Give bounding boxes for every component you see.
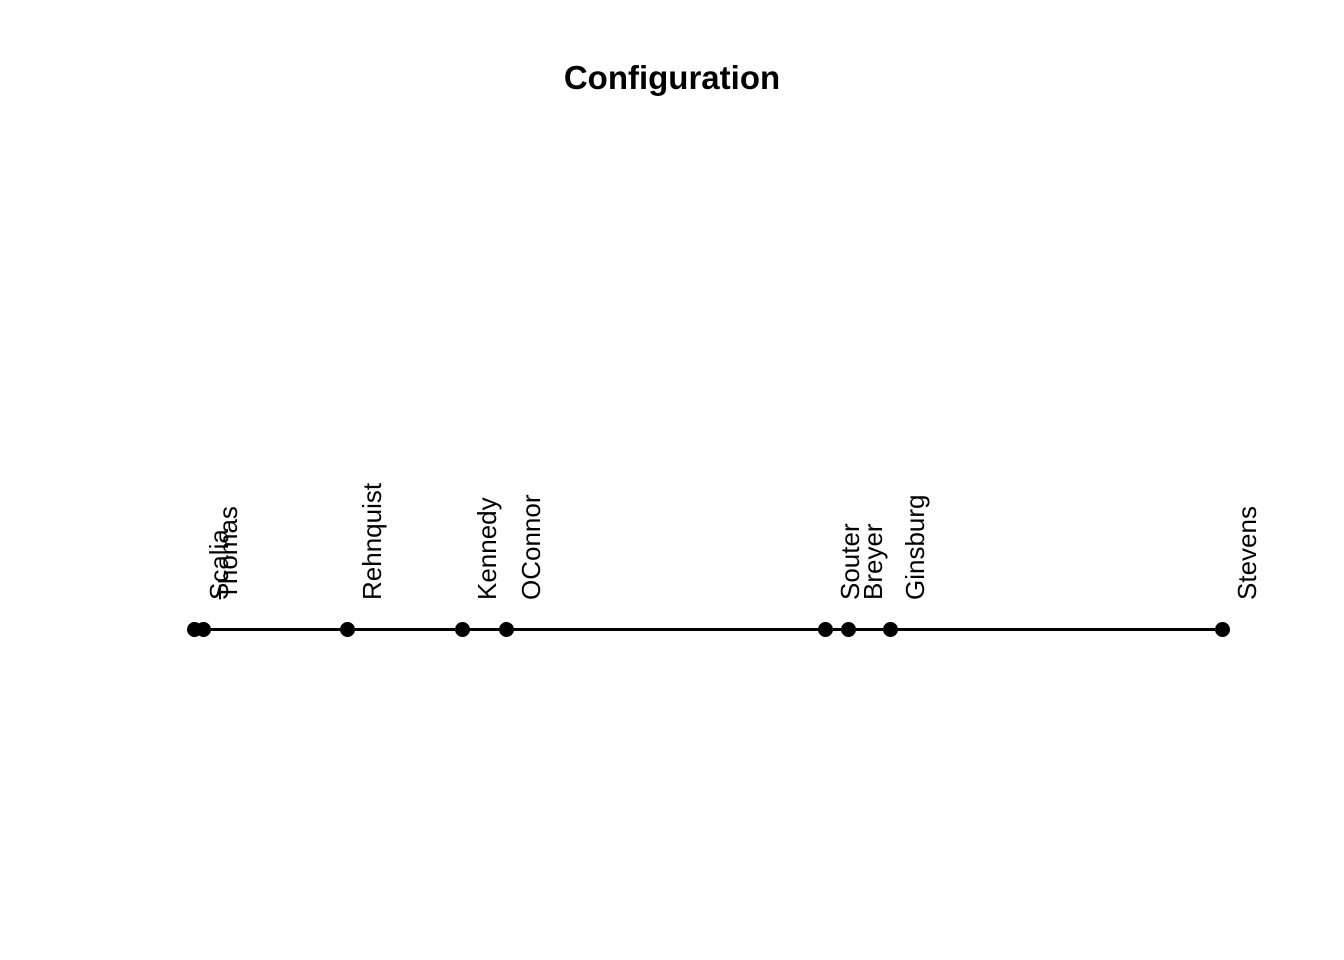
point-label-text: Kennedy [472,497,502,600]
axis-line [194,627,1222,631]
data-point[interactable] [195,621,211,637]
point-label: Ginsburg [900,494,930,601]
point-label: Kennedy [472,497,502,600]
point-label: OConnor [516,494,546,601]
page-title: Configuration [563,59,781,96]
point-label-text: Rehnquist [357,482,387,600]
point-label: Rehnquist [357,482,387,600]
point-label: Breyer [858,523,888,600]
data-point[interactable] [498,621,514,637]
data-point[interactable] [454,621,470,637]
data-point[interactable] [840,621,856,637]
point-label-text: Ginsburg [900,494,930,601]
data-point[interactable] [817,621,833,637]
point-label-text: OConnor [516,494,546,601]
point-label-text: Breyer [858,523,888,600]
data-point[interactable] [339,621,355,637]
point-label-text: Stevens [1232,506,1262,600]
data-point[interactable] [882,621,898,637]
point-label-text: Thomas [213,506,243,600]
point-label: Stevens [1232,506,1262,600]
point-label: Thomas [213,506,243,600]
data-point[interactable] [1214,621,1230,637]
